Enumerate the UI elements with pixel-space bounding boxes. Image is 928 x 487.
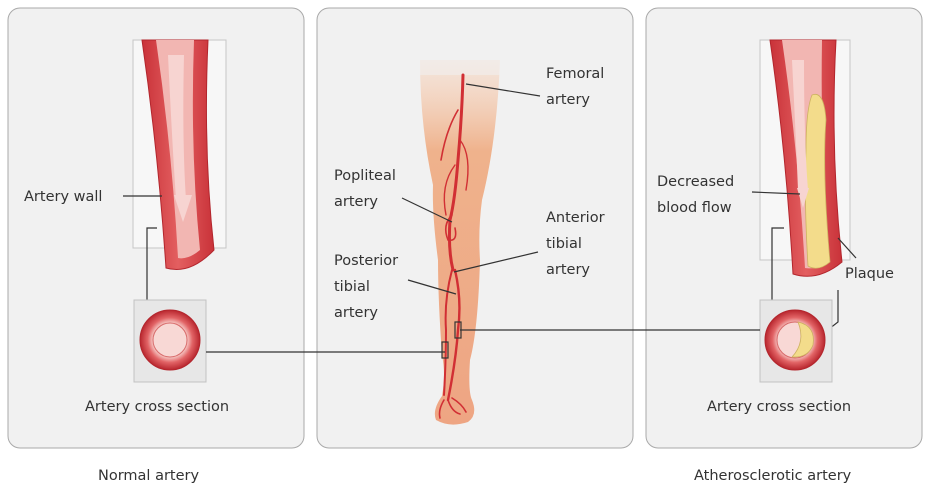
atherosclerotic-artery-caption: Atherosclerotic artery (694, 468, 852, 484)
atherosclerotic-cross-section-label: Artery cross section (707, 399, 851, 415)
normal-artery-longitudinal (123, 40, 226, 270)
atherosclerotic-cross-section (760, 300, 832, 382)
normal-artery-panel: Artery wall Artery cross section (8, 8, 304, 448)
atherosclerotic-artery-panel: Decreased blood flow Plaque Artery cross… (646, 8, 922, 448)
plaque-label: Plaque (845, 266, 894, 282)
leg-panel: Femoral artery Popliteal artery Anterior… (317, 8, 633, 448)
normal-artery-caption: Normal artery (98, 468, 199, 484)
artery-wall-label: Artery wall (24, 189, 102, 205)
atherosclerotic-artery-longitudinal (760, 40, 850, 276)
normal-cross-section-label: Artery cross section (85, 399, 229, 415)
normal-cross-section (134, 300, 206, 382)
